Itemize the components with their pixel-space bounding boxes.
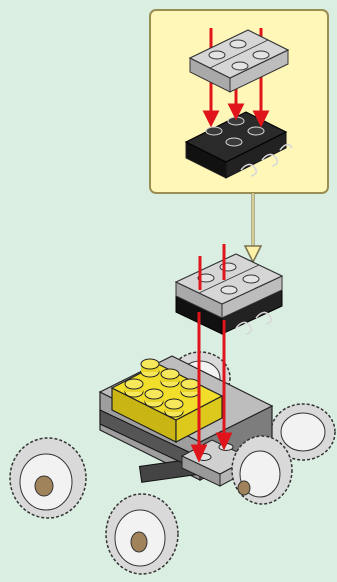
yellow-connector-arrow-icon bbox=[245, 193, 261, 262]
wheel-side-right bbox=[232, 436, 292, 504]
gray-plates-on-black-clip-plate bbox=[176, 254, 282, 334]
wheel-front-left bbox=[10, 438, 86, 518]
wheel-front-right bbox=[106, 494, 178, 574]
